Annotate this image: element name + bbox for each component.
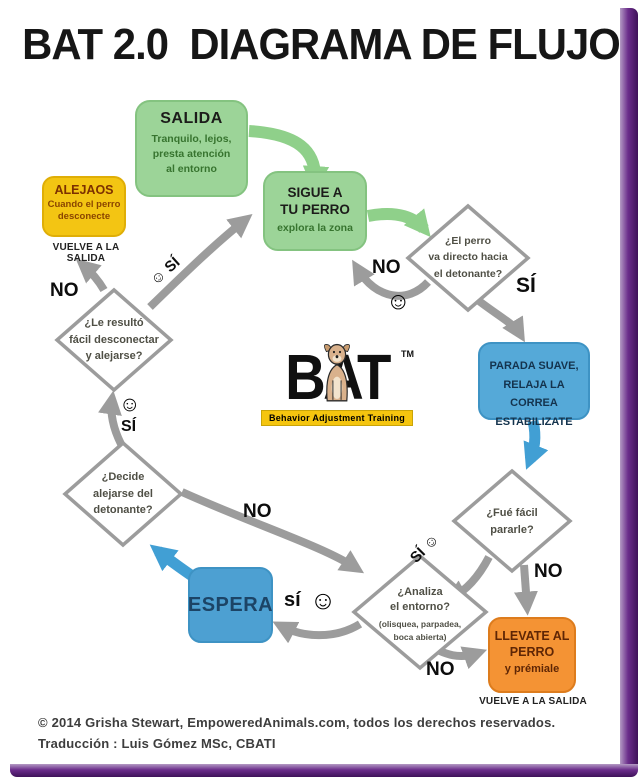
salida-body: Tranquilo, lejos, presta atención al ent… <box>151 133 232 176</box>
diamond-fue-facil-pararle <box>451 468 573 574</box>
node-llevate-al-perro: LLEVATE AL PERRO y prémiale <box>488 617 576 693</box>
label-no-pararle: NO <box>534 561 563 582</box>
label-si-analiza: sí <box>284 589 301 611</box>
label-si-decide: SÍ <box>121 418 137 435</box>
smiley-icon: ☺ <box>309 585 337 615</box>
salida-title: SALIDA <box>160 110 223 127</box>
question-fue-facil-pararle: ¿Fué fácil pararle? <box>486 507 538 536</box>
page-frame-right <box>620 8 638 774</box>
llevate-body: y prémiale <box>504 662 560 675</box>
question-resulto-facil: ¿Le resultó fácil desconectar y alejarse… <box>69 317 159 362</box>
sigue-body: explora la zona <box>277 221 353 234</box>
arrow-decide-si-to-resulto <box>98 390 125 446</box>
bat-logo-wordmark: BAT <box>285 343 391 409</box>
label-no-resulto: NO <box>50 280 79 301</box>
question-perro-directo: ¿El perro va directo hacia el detonante? <box>428 235 508 280</box>
page-title: BAT 2.0 DIAGRAMA DE FLUJO <box>22 20 621 69</box>
smiley-icon: ☺ <box>119 393 141 416</box>
bat-logo-banner: Behavior Adjustment Training <box>260 409 414 426</box>
alejaos-body: Cuando el perro desconecte <box>47 199 121 223</box>
node-alejaos: ALEJAOS Cuando el perro desconecte <box>42 176 126 237</box>
label-no-decide: NO <box>243 501 272 522</box>
label-si-analiza-smiley: sí ☺ <box>284 585 336 616</box>
espera-title: ESPERA <box>187 593 274 616</box>
copyright-footer: © 2014 Grisha Stewart, EmpoweredAnimals.… <box>38 713 598 755</box>
diamond-resulto-facil <box>54 287 174 393</box>
node-espera: ESPERA <box>188 567 273 643</box>
bat-logo: BAT TM Behavior Adjustment Training <box>252 343 422 426</box>
arrow-resulto-no-to-alejaos <box>75 258 108 293</box>
question-decide-alejarse: ¿Decide alejarse del detonante? <box>93 471 153 516</box>
question-analiza-entorno: ¿Analiza el entorno? (olisquea, parpadea… <box>352 585 488 643</box>
parada-title: PARADA SUAVE, RELAJA LA CORREA ESTABILIZ… <box>489 360 579 429</box>
label-no-directo: NO <box>372 257 401 278</box>
arrow-directo-no-to-sigue <box>352 259 431 300</box>
diamond-decide-alejarse <box>62 440 184 548</box>
dog-icon <box>324 343 350 402</box>
arrow-parada-to-pararle <box>523 419 549 470</box>
arrow-sigue-to-directo <box>366 207 431 238</box>
diamond-perro-directo <box>405 203 531 313</box>
copyright-line: © 2014 Grisha Stewart, EmpoweredAnimals.… <box>38 715 556 730</box>
node-salida: SALIDA Tranquilo, lejos, presta atención… <box>135 100 248 197</box>
arrow-analiza-si-to-espera <box>272 620 363 644</box>
page-frame-bottom <box>10 764 638 777</box>
node-sigue-a-tu-perro: SIGUE A TU PERRO explora la zona <box>263 171 367 251</box>
translation-credit-line: Traducción : Luis Gómez MSc, CBATI <box>38 735 276 751</box>
arrow-directo-si-to-parada <box>476 297 525 343</box>
arrow-resulto-si-to-sigue <box>147 214 253 310</box>
sigue-title: SIGUE A TU PERRO <box>280 185 350 217</box>
smiley-icon: ☺ <box>386 288 411 315</box>
llevate-return-note: VUELVE A LA SALIDA <box>479 696 587 707</box>
arrow-pararle-no-to-llevate <box>513 564 538 616</box>
arrow-decide-no-to-analiza <box>180 488 365 574</box>
label-no-analiza: NO <box>426 659 455 680</box>
llevate-title: LLEVATE AL PERRO <box>494 629 570 660</box>
label-si-directo: SÍ <box>516 274 536 297</box>
trademark-symbol: TM <box>401 349 414 359</box>
analiza-question-main: ¿Analiza el entorno? <box>390 586 450 614</box>
analiza-question-sub: (olisquea, parpadea, boca abierta) <box>378 618 462 642</box>
diamond-analiza-entorno <box>351 553 489 671</box>
alejaos-return-note: VUELVE A LA SALIDA <box>52 242 120 264</box>
node-parada-suave: PARADA SUAVE, RELAJA LA CORREA ESTABILIZ… <box>478 342 590 428</box>
alejaos-title: ALEJAOS <box>54 183 114 197</box>
